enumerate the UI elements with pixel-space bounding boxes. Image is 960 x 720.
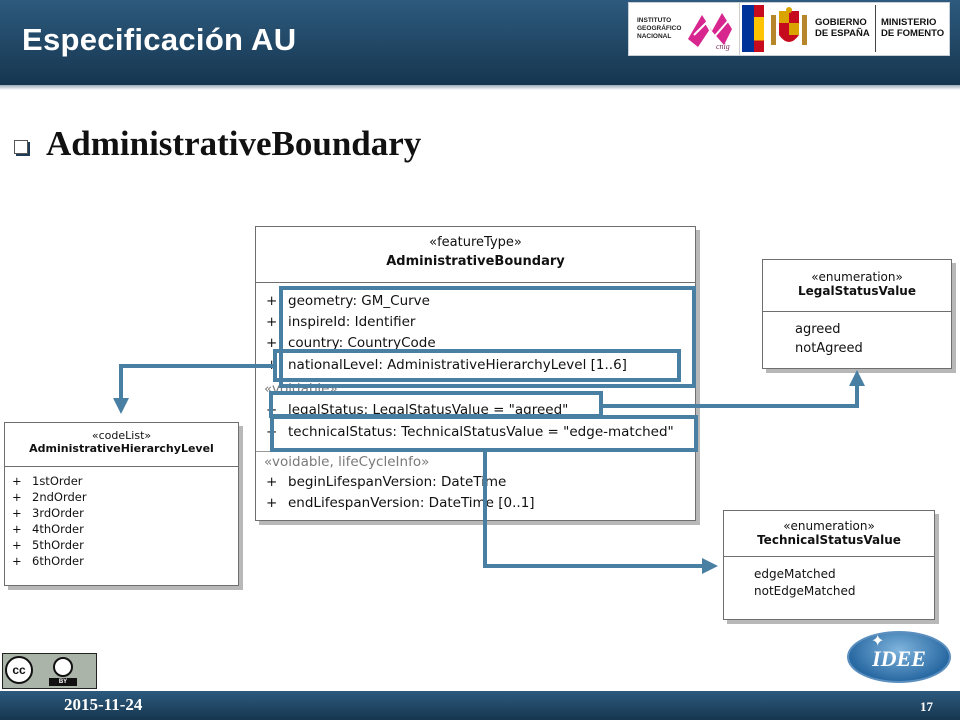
idee-logo-text: IDEE <box>872 646 926 671</box>
class-stereotype: «enumeration» <box>811 270 903 284</box>
coat-of-arms-icon <box>771 7 807 45</box>
eu-flag-icon <box>742 5 754 52</box>
class-header: «enumeration» TechnicalStatusValue <box>724 511 934 557</box>
attribute-row: + <box>266 357 278 373</box>
code-value: 2ndOrder <box>32 490 87 504</box>
uml-class-administrative-boundary: «featureType» AdministrativeBoundary + g… <box>255 226 696 521</box>
bullet-square-icon <box>14 140 28 154</box>
code-value: 4thOrder <box>32 522 84 536</box>
attribute-row: + <box>266 335 278 351</box>
cc-icon: cc <box>5 656 33 684</box>
attribute-country: country: CountryCode <box>288 335 436 351</box>
license-label: BY <box>49 678 77 686</box>
attribute-row: + <box>266 293 278 309</box>
attribute-begin-lifespan: beginLifespanVersion: DateTime <box>288 474 507 490</box>
attribute-inspire-id: inspireId: Identifier <box>288 314 416 330</box>
idee-logo: ✦ IDEE <box>847 631 951 683</box>
code-value: 1stOrder <box>32 474 83 488</box>
page-number: 17 <box>920 699 933 714</box>
institution-logos: INSTITUTO GEOGRÁFICO NACIONAL cnig GOBIE… <box>628 2 950 56</box>
enum-value: edgeMatched <box>754 567 836 581</box>
section-divider <box>256 451 695 452</box>
spain-flag-icon <box>754 5 764 52</box>
class-stereotype: «codeList» <box>91 429 152 442</box>
enum-value: notAgreed <box>795 341 863 356</box>
code-value: 5thOrder <box>32 538 84 552</box>
attribution-icon <box>53 657 73 677</box>
attribute-legal-status: legalStatus: LegalStatusValue = "agreed" <box>288 402 569 418</box>
ign-logo: INSTITUTO GEOGRÁFICO NACIONAL cnig <box>629 3 740 55</box>
uml-enum-technical-status: «enumeration» TechnicalStatusValue edgeM… <box>723 510 935 620</box>
slide-title: Especificación AU <box>22 22 297 57</box>
attribute-row: + <box>266 424 278 440</box>
star-icon: ✦ <box>871 633 885 650</box>
attribute-row: + <box>266 402 278 418</box>
code-value: 3rdOrder <box>32 506 84 520</box>
ministerio-label: MINISTERIO DE FOMENTO <box>881 17 945 39</box>
class-name: TechnicalStatusValue <box>757 533 901 547</box>
group-lifecycle: «voidable, lifeCycleInfo» <box>264 454 430 470</box>
class-stereotype: «featureType» <box>429 235 522 250</box>
attribute-technical-status: technicalStatus: TechnicalStatusValue = … <box>288 424 674 440</box>
footer-bar <box>0 691 960 720</box>
class-header: «enumeration» LegalStatusValue <box>763 260 951 312</box>
ign-mark-icon: cnig <box>688 13 732 51</box>
uml-enum-legal-status: «enumeration» LegalStatusValue agreed no… <box>762 259 952 369</box>
gobierno-label: GOBIERNO DE ESPAÑA <box>815 17 870 39</box>
section-heading: AdministrativeBoundary <box>46 124 422 163</box>
attribute-geometry: geometry: GM_Curve <box>288 293 430 309</box>
ign-logo-text: INSTITUTO GEOGRÁFICO NACIONAL <box>637 17 682 40</box>
attribute-row: + <box>266 314 278 330</box>
class-header: «featureType» AdministrativeBoundary <box>256 227 695 283</box>
svg-text:cnig: cnig <box>716 42 730 51</box>
enum-value: notEdgeMatched <box>754 584 856 598</box>
class-name: AdministrativeBoundary <box>386 254 565 269</box>
slide-date: 2015-11-24 <box>64 695 143 714</box>
uml-codelist-hierarchy-level: «codeList» AdministrativeHierarchyLevel … <box>4 422 239 586</box>
class-header: «codeList» AdministrativeHierarchyLevel <box>5 423 238 467</box>
attribute-national-level: nationalLevel: AdministrativeHierarchyLe… <box>288 357 627 373</box>
class-name: AdministrativeHierarchyLevel <box>29 442 214 455</box>
code-value: 6thOrder <box>32 554 84 568</box>
attribute-end-lifespan: endLifespanVersion: DateTime [0..1] <box>288 495 535 511</box>
group-voidable: «voidable» <box>264 381 338 397</box>
class-stereotype: «enumeration» <box>783 519 875 533</box>
enum-value: agreed <box>795 322 841 337</box>
attribute-row: + <box>266 474 278 490</box>
header-shadow <box>0 85 960 90</box>
attribute-row: + <box>266 495 278 511</box>
creative-commons-badge: cc BY <box>2 653 97 689</box>
arrow-to-hierarchy-level <box>113 364 277 414</box>
class-name: LegalStatusValue <box>797 284 916 298</box>
